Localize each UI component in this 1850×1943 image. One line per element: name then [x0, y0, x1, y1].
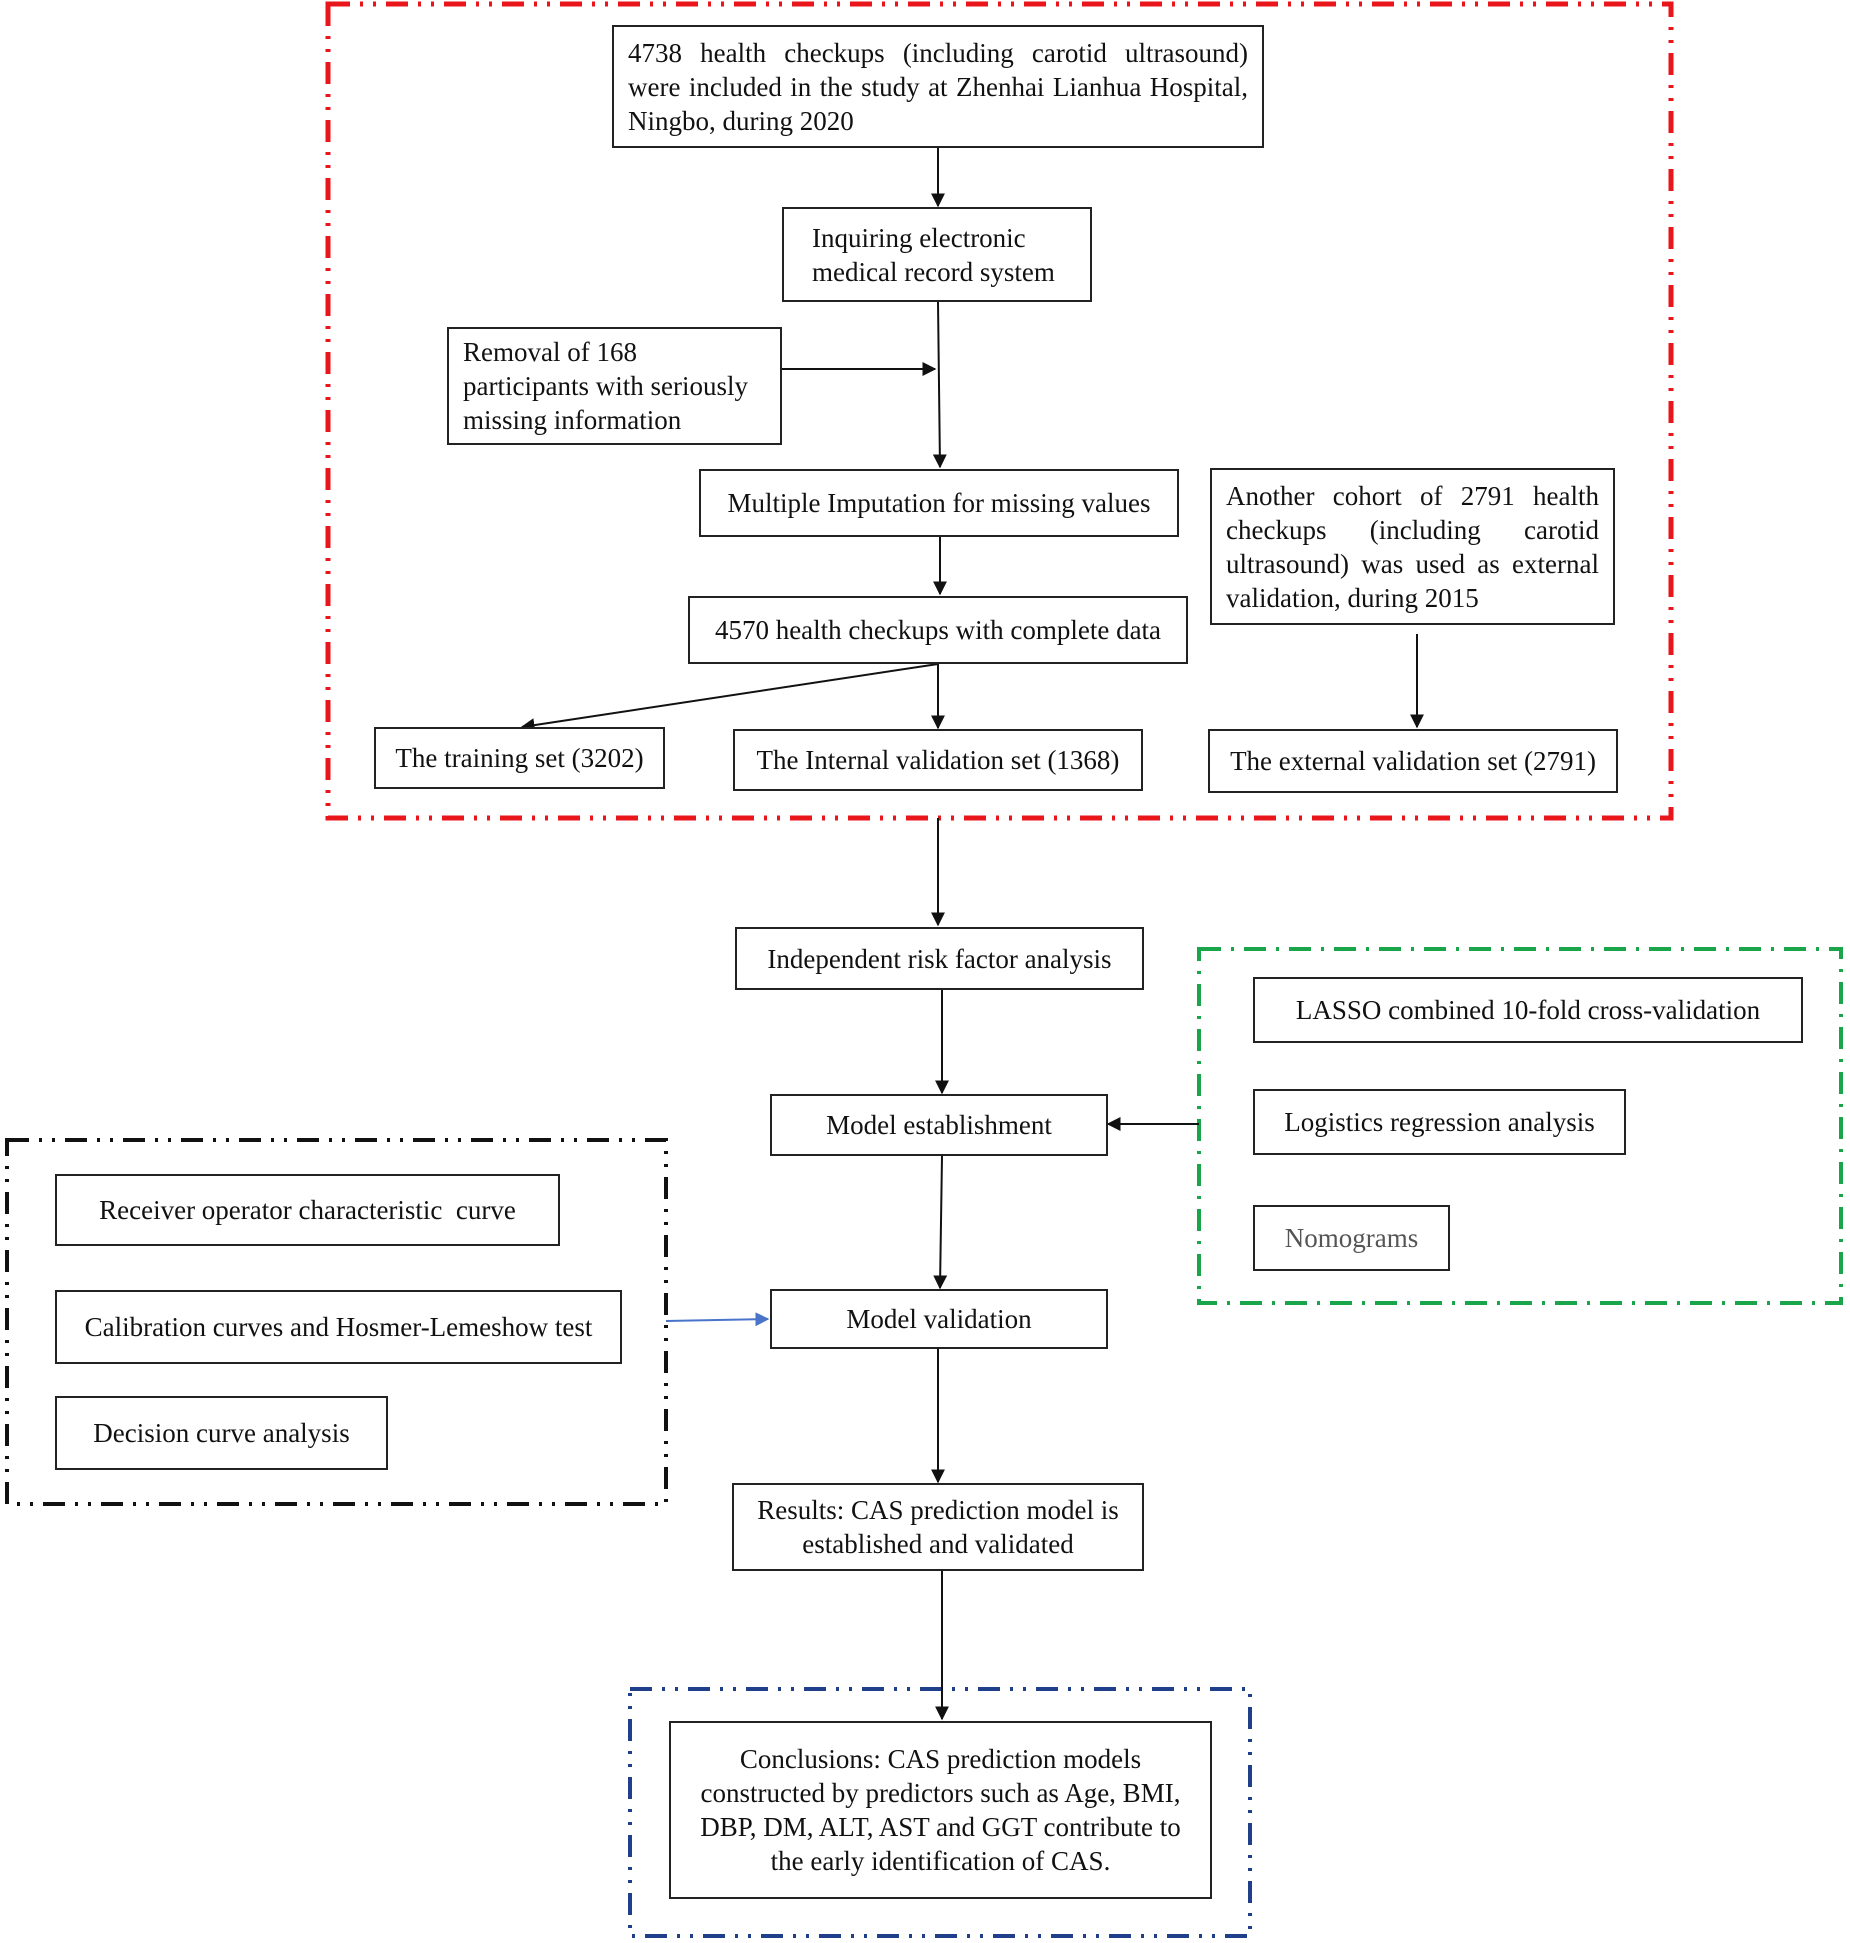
box-roc-curve-text: Receiver operator characteristic curve [99, 1195, 516, 1225]
box-removal-168-text: Removal of 168 participants with serious… [463, 337, 748, 435]
box-inquiring-emr: Inquiring electronic medical record syst… [782, 207, 1092, 302]
box-health-checkups-2020-text: 4738 health checkups (including carotid … [628, 37, 1248, 136]
box-results: Results: CAS prediction model is establi… [732, 1483, 1144, 1571]
box-multiple-imputation: Multiple Imputation for missing values [699, 469, 1179, 537]
green-group-frame [1197, 947, 1843, 1305]
box-health-checkups-2020: 4738 health checkups (including carotid … [612, 25, 1264, 148]
box-multiple-imputation-text: Multiple Imputation for missing values [727, 488, 1151, 518]
box-lasso-text: LASSO combined 10-fold cross-validation [1295, 995, 1761, 1025]
box-calibration-curves: Calibration curves and Hosmer-Lemeshow t… [55, 1290, 622, 1364]
box-calibration-curves-text: Calibration curves and Hosmer-Lemeshow t… [84, 1312, 593, 1342]
box-model-establishment-text: Model establishment [826, 1110, 1052, 1140]
box-decision-curve: Decision curve analysis [55, 1396, 388, 1470]
arrow-black-to-validation [665, 1312, 770, 1327]
box-lasso: LASSO combined 10-fold cross-validation [1253, 977, 1803, 1043]
box-training-set: The training set (3202) [374, 727, 665, 789]
box-independent-risk-factor: Independent risk factor analysis [735, 927, 1144, 990]
box-training-set-text: The training set (3202) [395, 743, 644, 773]
box-decision-curve-text: Decision curve analysis [93, 1418, 350, 1448]
black-group-frame [5, 1138, 668, 1506]
box-external-validation-set-text: The external validation set (2791) [1230, 746, 1596, 776]
box-logistics-regression: Logistics regression analysis [1253, 1089, 1626, 1155]
arrow-complete-to-training [520, 663, 939, 733]
box-independent-risk-factor-text: Independent risk factor analysis [767, 943, 1112, 974]
arrow-model-to-validation [933, 1155, 948, 1290]
box-conclusions: Conclusions: CAS prediction models const… [669, 1721, 1212, 1899]
blue-group-frame [628, 1687, 1252, 1938]
arrow-emr-to-imputation [932, 301, 947, 469]
box-internal-validation-set: The Internal validation set (1368) [733, 729, 1143, 791]
box-nomograms-text: Nomograms [1284, 1223, 1419, 1253]
box-conclusions-text: Conclusions: CAS prediction models const… [700, 1744, 1181, 1876]
box-internal-validation-set-text: The Internal validation set (1368) [756, 745, 1120, 775]
box-external-cohort-2015-text: Another cohort of 2791 health checkups (… [1226, 480, 1599, 613]
box-model-validation-text: Model validation [846, 1304, 1032, 1334]
box-model-establishment: Model establishment [770, 1094, 1108, 1156]
box-removal-168: Removal of 168 participants with serious… [447, 327, 782, 445]
box-external-cohort-2015: Another cohort of 2791 health checkups (… [1210, 468, 1615, 625]
box-logistics-regression-text: Logistics regression analysis [1284, 1107, 1595, 1137]
box-complete-data-4570-text: 4570 health checkups with complete data [714, 615, 1162, 645]
box-external-validation-set: The external validation set (2791) [1208, 729, 1618, 793]
red-group-frame [325, 1, 1674, 821]
box-inquiring-emr-text: Inquiring electronic medical record syst… [812, 222, 1055, 287]
box-results-text: Results: CAS prediction model is establi… [757, 1495, 1119, 1559]
box-roc-curve: Receiver operator characteristic curve [55, 1174, 560, 1246]
box-model-validation: Model validation [770, 1289, 1108, 1349]
box-nomograms: Nomograms [1253, 1205, 1450, 1271]
box-complete-data-4570: 4570 health checkups with complete data [688, 596, 1188, 664]
